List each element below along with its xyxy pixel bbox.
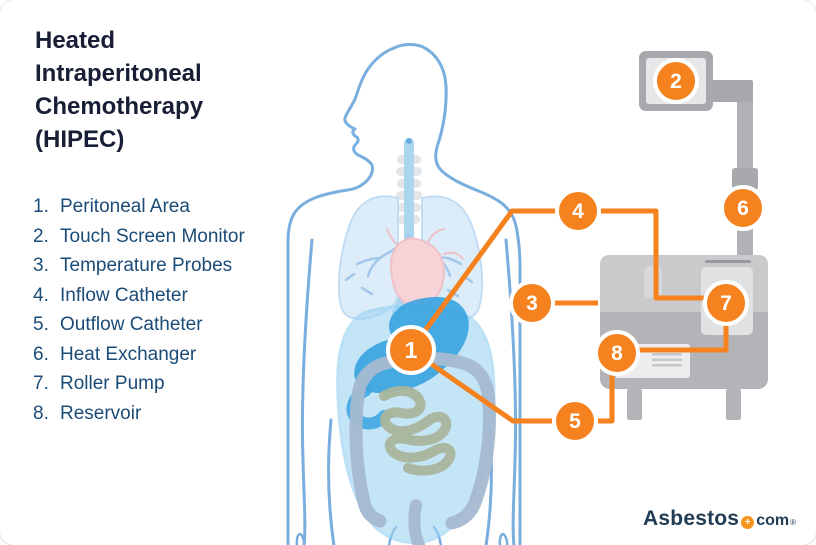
legend-item-number: 4. <box>33 284 49 306</box>
callout-2-touch-screen: 2 <box>653 58 699 104</box>
legend-item-label: Touch Screen Monitor <box>60 225 245 247</box>
reservoir-vents <box>652 353 682 367</box>
left-lung <box>337 195 399 320</box>
small-intestine <box>379 386 456 476</box>
legend-item-number: 5. <box>33 314 49 335</box>
panel-top-line <box>705 260 751 263</box>
legend-list: 1. Peritoneal Area 2. Touch Screen Monitor… <box>33 192 245 428</box>
legend-item-label: Roller Pump <box>60 373 165 394</box>
legend-item-number: 2. <box>33 225 49 247</box>
legend-item: 4. Inflow Catheter <box>33 281 245 311</box>
callout-5-outflow-catheter: 5 <box>552 398 598 444</box>
legend-item: 7. Roller Pump <box>33 369 245 399</box>
page-title: Heated Intraperitoneal Chemotherapy (HIP… <box>35 24 275 156</box>
legend-item: 2. Touch Screen Monitor <box>33 222 245 252</box>
callout-8-reservoir: 8 <box>594 330 640 376</box>
callout-3-temperature-probes: 3 <box>509 280 555 326</box>
legend-item-label: Heat Exchanger <box>60 343 197 365</box>
legend-item-number: 1. <box>33 196 49 217</box>
pole-collar <box>732 168 758 190</box>
logo-tld-text: com <box>756 512 790 529</box>
legend-item-number: 7. <box>33 373 49 394</box>
callout-6-heat-exchanger: 6 <box>720 185 766 231</box>
large-intestine <box>349 351 496 545</box>
right-arm-line <box>504 238 518 545</box>
callout-7-roller-pump: 7 <box>703 280 749 326</box>
legend-item-label: Inflow Catheter <box>60 284 188 306</box>
legend-item-label: Outflow Catheter <box>60 314 203 335</box>
left-hand-curl <box>295 532 306 545</box>
legend-item: 6. Heat Exchanger <box>33 340 245 370</box>
logo-brand-text: Asbestos <box>643 507 740 530</box>
title-line: Intraperitoneal <box>35 60 202 87</box>
machine-leg-right <box>726 389 741 420</box>
legend-item-label: Reservoir <box>60 402 142 424</box>
legend-item-number: 8. <box>33 402 49 424</box>
plus-badge-icon: + <box>741 516 755 529</box>
title-line: (HIPEC) <box>35 126 125 153</box>
legend-item: 8. Reservoir <box>33 399 245 429</box>
legend-item: 5. Outflow Catheter <box>33 310 245 340</box>
legend-item: 3. Temperature Probes <box>33 251 245 281</box>
body-outline <box>286 43 522 545</box>
callout-4-inflow-catheter: 4 <box>555 188 601 234</box>
trachea-tip <box>406 138 412 144</box>
registered-mark: ® <box>790 518 796 527</box>
machine-slot <box>644 266 662 298</box>
legend-item-label: Temperature Probes <box>60 255 233 276</box>
title-line: Chemotherapy <box>35 93 204 120</box>
left-arm-line <box>300 238 314 545</box>
legend-item: 1. Peritoneal Area <box>33 192 245 222</box>
machine-leg-left <box>627 389 642 420</box>
legend-item-number: 6. <box>33 343 49 365</box>
asbestos-com-logo: Asbestos + com ® <box>643 507 796 531</box>
title-line: Heated <box>35 27 116 54</box>
left-hip-line <box>327 418 336 545</box>
monitor-arm <box>706 80 753 102</box>
callout-1-peritoneal-area: 1 <box>386 325 436 375</box>
legend-item-label: Peritoneal Area <box>60 196 190 217</box>
legend-item-number: 3. <box>33 255 49 276</box>
inflow-catheter-line <box>408 208 722 352</box>
human-body-figure <box>286 43 522 545</box>
right-hand-curl <box>498 532 509 545</box>
